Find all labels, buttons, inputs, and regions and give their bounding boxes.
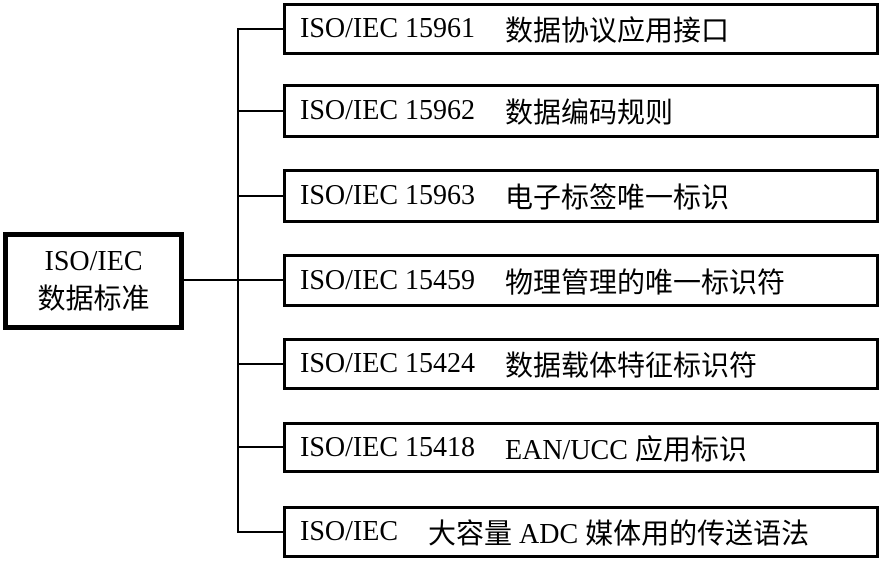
- standard-code: ISO/IEC 15424: [300, 348, 475, 379]
- standard-label: 数据编码规则: [505, 98, 674, 129]
- standard-code: ISO/IEC 15961: [300, 13, 475, 44]
- connector-root-horizontal-line: [183, 279, 238, 281]
- standard-code: ISO/IEC 15962: [300, 95, 475, 126]
- connector-branch-line-1: [238, 28, 284, 30]
- standard-box-15424: ISO/IEC 15424 数据载体特征标识符: [283, 338, 879, 390]
- connector-branch-line-5: [238, 363, 284, 365]
- root-node-line2: 数据标准: [37, 284, 150, 315]
- standard-label: 数据协议应用接口: [505, 16, 730, 47]
- standard-label: 电子标签唯一标识: [505, 183, 730, 214]
- connector-branch-line-2: [238, 110, 284, 112]
- standard-code: ISO/IEC 15963: [300, 180, 475, 211]
- standard-code: ISO/IEC: [300, 516, 398, 547]
- root-node-iso-iec-data-standards: ISO/IEC 数据标准: [3, 232, 184, 330]
- standard-label: EAN/UCC 应用标识: [505, 434, 747, 466]
- standard-box-15459: ISO/IEC 15459 物理管理的唯一标识符: [283, 254, 879, 307]
- standard-box-15418: ISO/IEC 15418 EAN/UCC 应用标识: [283, 422, 879, 473]
- standard-box-15962: ISO/IEC 15962 数据编码规则: [283, 84, 879, 138]
- standard-code: ISO/IEC 15418: [300, 431, 475, 463]
- connector-branch-line-3: [238, 195, 284, 197]
- connector-branch-line-6: [238, 446, 284, 448]
- standard-box-adc-transfer-syntax: ISO/IEC 大容量 ADC 媒体用的传送语法: [283, 506, 879, 558]
- standard-box-15963: ISO/IEC 15963 电子标签唯一标识: [283, 169, 879, 223]
- standard-code: ISO/IEC 15459: [300, 264, 475, 296]
- standard-label: 物理管理的唯一标识符: [505, 267, 786, 299]
- standard-label: 大容量 ADC 媒体用的传送语法: [428, 519, 810, 550]
- connector-branch-line-7: [238, 531, 284, 533]
- standard-box-15961: ISO/IEC 15961 数据协议应用接口: [283, 3, 879, 55]
- root-node-line1: ISO/IEC: [44, 246, 143, 277]
- standard-label: 数据载体特征标识符: [505, 351, 758, 382]
- connector-branch-line-4: [238, 279, 284, 281]
